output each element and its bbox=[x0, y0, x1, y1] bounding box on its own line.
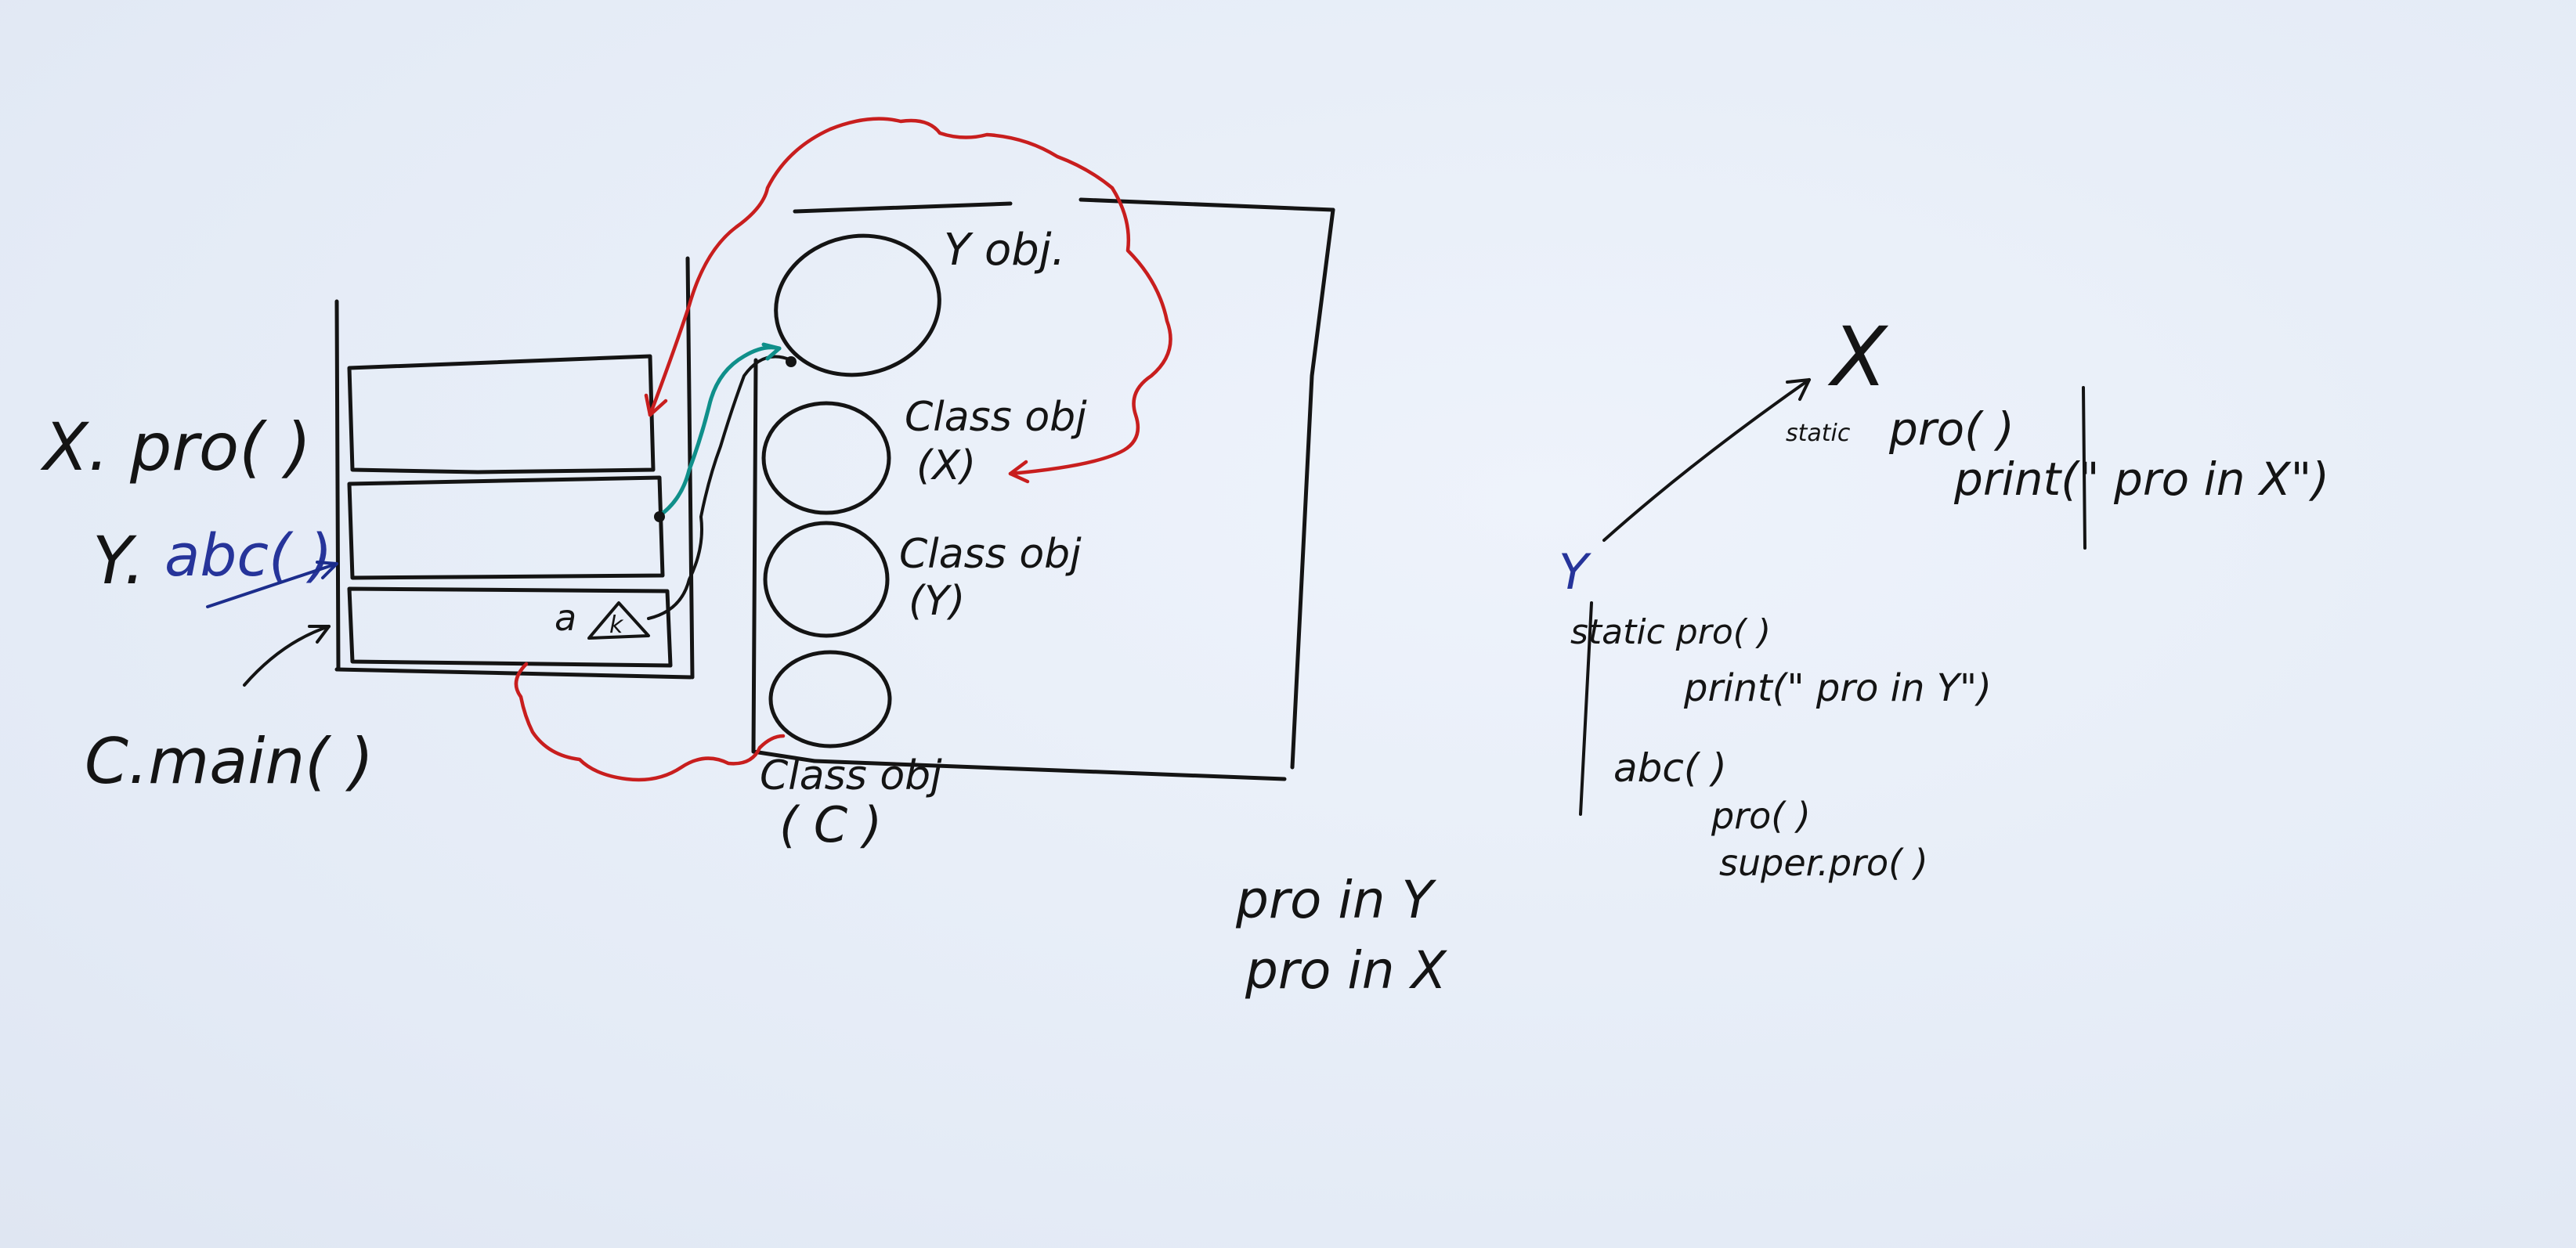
class-y-body-divider bbox=[1579, 601, 1593, 816]
inheritance-arrow-y-to-x bbox=[1602, 378, 1811, 542]
heap-top-left bbox=[793, 201, 1013, 214]
frame-label-x-pro: X. pro( ) bbox=[40, 409, 311, 485]
heap-label-c-line1: Class obj bbox=[760, 752, 942, 799]
class-y-method2-line2: super.pro( ) bbox=[1719, 842, 1928, 884]
heap-label-y-line2: (Y) bbox=[909, 578, 965, 625]
reference-a-to-y-obj bbox=[647, 355, 793, 620]
arrowhead-icon bbox=[1008, 460, 1030, 484]
class-x-name: X bbox=[1827, 309, 1889, 405]
call-stack: a k bbox=[334, 256, 695, 680]
heap-right-wall bbox=[1290, 207, 1335, 770]
class-y-name: Y bbox=[1559, 543, 1591, 601]
arrowhead-icon bbox=[761, 342, 782, 361]
heap-left-wall bbox=[751, 358, 817, 763]
heap-area bbox=[751, 197, 1335, 781]
class-x-body-divider bbox=[2082, 386, 2086, 550]
arrow-to-y-abc bbox=[206, 562, 338, 608]
arrowhead-icon bbox=[308, 625, 331, 644]
heap-label-x-line1: Class obj bbox=[905, 394, 1087, 441]
red-cloud-to-class-obj-x bbox=[648, 117, 1172, 476]
class-y-method2-line1: pro( ) bbox=[1711, 795, 1811, 837]
output-line-2: pro in X bbox=[1245, 940, 1448, 1001]
class-x-modifier: static bbox=[1786, 420, 1851, 447]
arrowhead-icon bbox=[644, 393, 668, 417]
red-cloud-to-class-obj-c bbox=[514, 662, 786, 782]
heap-class-obj-y bbox=[763, 521, 890, 638]
stack-frame-x-pro bbox=[347, 354, 656, 474]
heap-bottom bbox=[812, 759, 1287, 781]
arrow-to-c-main bbox=[243, 625, 331, 687]
class-x-method: pro( ) bbox=[1888, 402, 2014, 456]
arrowhead-icon bbox=[316, 561, 338, 579]
arrowhead-icon bbox=[1786, 378, 1811, 401]
output-line-1: pro in Y bbox=[1235, 870, 1437, 930]
heap-label-y-line1: Class obj bbox=[899, 531, 1082, 578]
local-var-ref-box bbox=[587, 601, 650, 640]
heap-label-c-line2: ( C ) bbox=[779, 796, 882, 853]
frame-label-y-prefix: Y. bbox=[92, 522, 145, 599]
frame-label-c-main: C.main( ) bbox=[85, 725, 374, 798]
reference-endpoint bbox=[786, 356, 797, 367]
heap-label-x-line2: (X) bbox=[916, 442, 976, 489]
stack-bottom bbox=[334, 667, 693, 680]
stack-frame-c-main bbox=[347, 586, 673, 668]
reference-this-to-y-obj bbox=[656, 345, 782, 519]
svg-text:k: k bbox=[609, 611, 624, 639]
heap-label-y-obj: Y obj. bbox=[944, 225, 1065, 276]
stack-left-wall bbox=[334, 299, 341, 672]
frame-label-y-call: abc( ) bbox=[164, 522, 332, 590]
class-y-method1-sig: static pro( ) bbox=[1570, 612, 1771, 652]
class-x-body: print(" pro in X") bbox=[1953, 453, 2329, 506]
heap-class-obj-c bbox=[768, 650, 892, 748]
reference-endpoint bbox=[654, 511, 665, 522]
heap-class-obj-x bbox=[761, 401, 891, 515]
stack-frame-y-abc bbox=[347, 475, 665, 580]
heap-top-right bbox=[1078, 197, 1335, 212]
class-y-method1-body: print(" pro in Y") bbox=[1683, 666, 1992, 710]
class-y-method2-sig: abc( ) bbox=[1613, 745, 1727, 791]
local-var-label: a bbox=[555, 597, 576, 639]
heap-object-y bbox=[774, 233, 941, 377]
